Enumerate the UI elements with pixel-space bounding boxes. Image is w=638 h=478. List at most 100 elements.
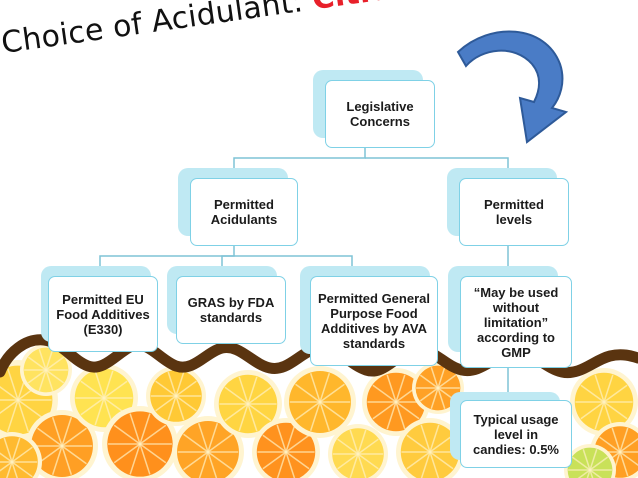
citrus-slice-segment — [594, 374, 605, 403]
citrus-slice-segment — [295, 383, 321, 403]
citrus-slice-segment — [45, 369, 54, 392]
citrus-slice-segment — [198, 451, 209, 478]
citrus-slice-segment — [247, 403, 258, 432]
citrus-slice-segment — [372, 384, 397, 403]
citrus-slice-segment — [349, 429, 359, 455]
citrus-slice-segment — [238, 403, 249, 432]
citrus-slice-segment — [80, 397, 105, 416]
citrus-slice-segment — [437, 366, 446, 389]
citrus-slice-segment — [619, 427, 629, 453]
citrus-slice-segment — [349, 453, 359, 478]
citrus-slice-segment — [580, 401, 605, 420]
citrus-slice-segment — [51, 445, 63, 475]
citrus-slice-segment — [103, 370, 114, 399]
node-gmp-limitation: “May be used without limitation” accordi… — [460, 276, 572, 368]
citrus-slice-segment — [262, 434, 287, 453]
citrus-slice-segment — [38, 348, 47, 371]
citrus-slice-segment — [603, 374, 614, 403]
citrus-slice-segment — [45, 356, 65, 371]
citrus-slice-segment — [406, 451, 431, 470]
citrus-slice-segment — [319, 383, 345, 403]
citrus-slice-segment — [589, 469, 594, 478]
citrus-slice-segment — [429, 424, 440, 453]
citrus-slice-segment — [262, 451, 287, 470]
citrus-slice-segment — [51, 417, 63, 447]
citrus-slice-segment — [571, 456, 591, 471]
citrus-slice-segment — [167, 395, 177, 421]
citrus-slice-segment — [357, 438, 379, 455]
citrus-slice-segment — [406, 434, 431, 453]
citrus-slice-segment — [319, 373, 331, 403]
citrus-slice-segment — [337, 438, 359, 455]
citrus-slice-segment — [430, 387, 439, 410]
citrus-slice-segment — [429, 451, 454, 470]
citrus-slice-segment — [38, 369, 47, 392]
citrus-slice-segment — [207, 451, 218, 478]
citrus-slice-segment — [357, 453, 379, 470]
citrus-slice-segment — [45, 348, 54, 371]
node-permitted-acidulants: Permitted Acidulants — [190, 178, 298, 246]
citrus-slice-segment — [599, 436, 621, 453]
citrus-slice-segment — [395, 374, 406, 403]
citrus-slice-segment — [357, 429, 367, 455]
citrus-slice-segment — [429, 451, 440, 478]
citrus-slice-segment — [175, 371, 185, 397]
citrus-slice-segment — [175, 395, 197, 412]
citrus-slice-segment — [175, 395, 185, 421]
citrus-slice-segment — [45, 369, 65, 384]
citrus-slice-segment — [247, 376, 258, 405]
citrus-slice-segment — [430, 366, 439, 389]
citrus-slice-segment — [17, 399, 30, 433]
citrus-slice-segment — [183, 451, 209, 471]
citrus-slice-segment — [155, 395, 177, 412]
citrus-slice-segment — [80, 380, 105, 399]
citrus-slice-segment — [113, 424, 141, 445]
citrus-slice-segment — [61, 445, 87, 465]
citrus-slice-segment — [0, 452, 13, 463]
citrus-slice-segment — [0, 399, 19, 415]
citrus-slice-segment — [611, 427, 621, 453]
citrus-slice-segment — [285, 451, 296, 478]
citrus-slice-segment — [295, 401, 321, 421]
citrus-slice-segment — [247, 403, 272, 422]
citrus-slice-segment — [167, 371, 177, 397]
citrus-slice-segment — [437, 374, 457, 389]
citrus-slice-segment — [103, 380, 128, 399]
node-typical-usage: Typical usage level in candies: 0.5% — [460, 400, 572, 468]
node-ava-additives: Permitted General Purpose Food Additives… — [310, 276, 438, 366]
citrus-slice-segment — [6, 367, 19, 401]
citrus-slice-segment — [27, 356, 47, 371]
citrus-slice-segment — [589, 456, 609, 471]
citrus-slice-segment — [285, 434, 310, 453]
citrus-slice-segment — [6, 461, 13, 478]
citrus-slice-segment — [594, 401, 605, 430]
node-permitted-eu-additives: Permitted EU Food Additives (E330) — [48, 276, 158, 352]
citrus-slice-segment — [27, 369, 47, 384]
citrus-slice-segment — [619, 451, 638, 467]
citrus-slice-segment — [37, 427, 63, 447]
citrus-slice-segment — [619, 451, 629, 477]
citrus-slice-segment — [285, 451, 310, 470]
citrus-slice-segment — [139, 424, 167, 445]
citrus-slice-segment — [139, 413, 151, 445]
citrus-slice-segment — [17, 399, 46, 421]
citrus-slice-segment — [309, 373, 321, 403]
node-legislative-concerns: Legislative Concerns — [325, 80, 435, 148]
citrus-slice-segment — [357, 453, 367, 478]
citrus-slice-segment — [61, 417, 73, 447]
citrus-slice-segment — [183, 433, 209, 453]
citrus-slice-segment — [61, 445, 73, 475]
citrus-slice-segment — [207, 433, 233, 453]
citrus-slice-segment — [276, 424, 287, 453]
citrus-slice-segment — [6, 399, 19, 433]
citrus-slice-segment — [197, 423, 209, 453]
citrus-slice-segment — [113, 443, 141, 464]
citrus-slice-segment — [175, 380, 197, 397]
citrus-slice-segment — [619, 437, 638, 453]
citrus-slice-segment — [94, 397, 105, 426]
citrus-slice-segment — [11, 446, 33, 463]
citrus-slice-segment — [319, 401, 345, 421]
citrus-slice-segment — [582, 448, 591, 471]
